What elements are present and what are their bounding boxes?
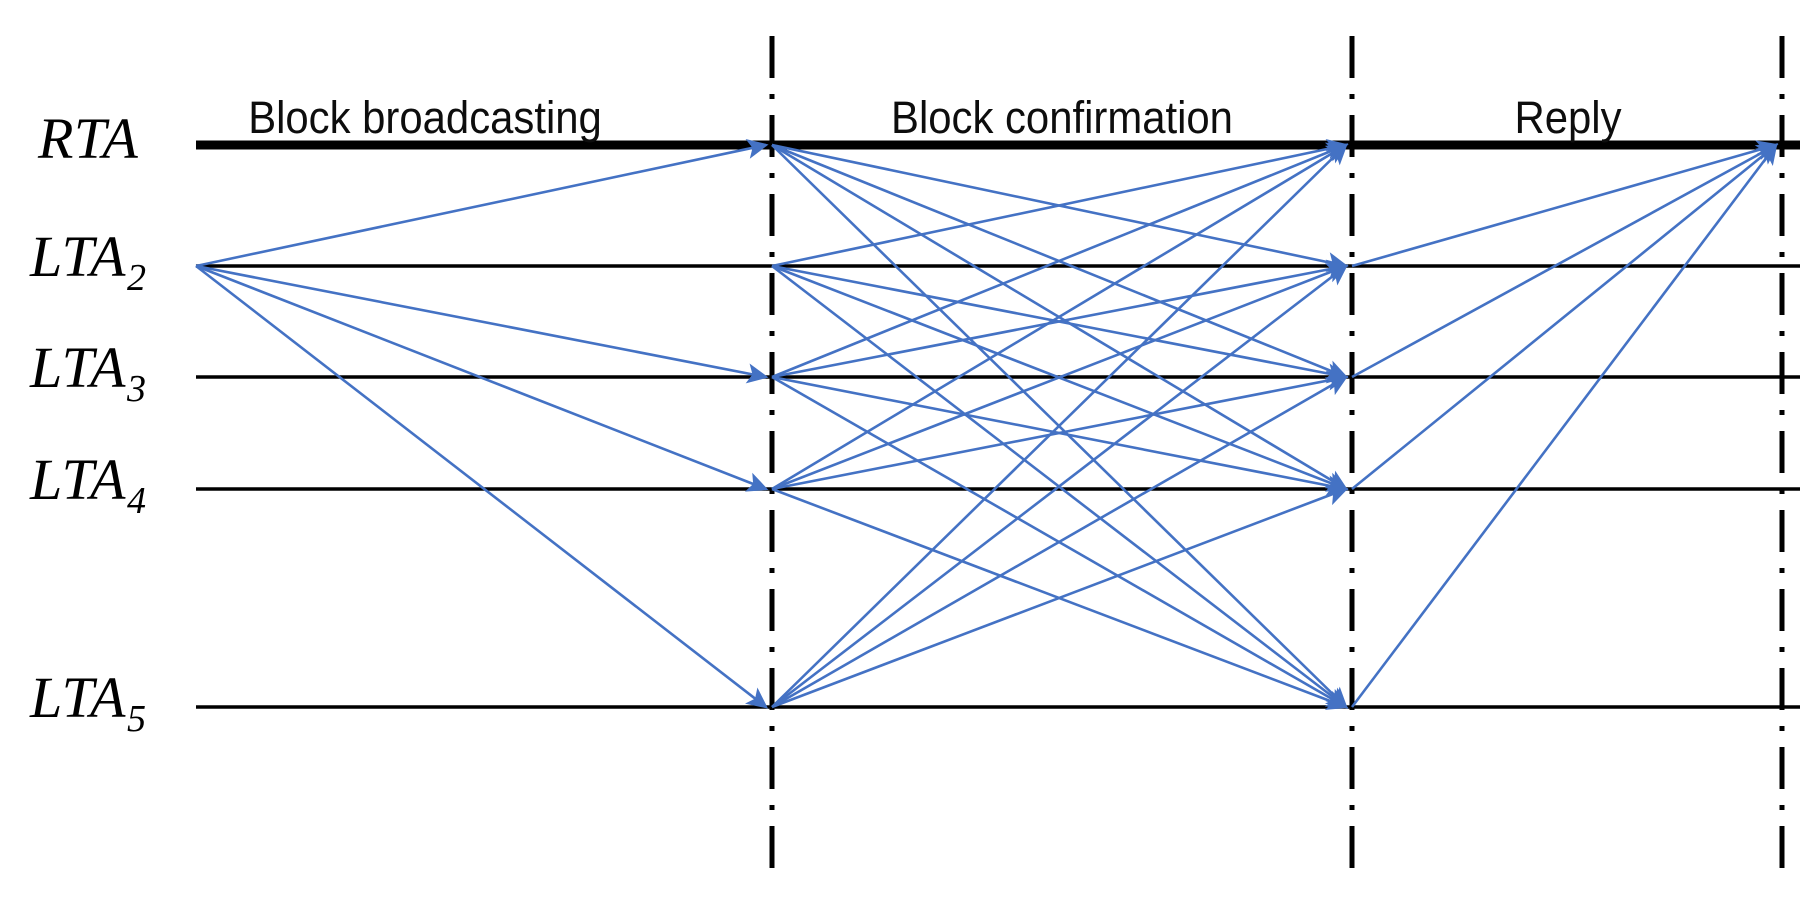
phase-dividers-group	[769, 36, 1785, 868]
message-confirm-lta5-to-rta	[771, 143, 1348, 708]
message-confirm-lta4-to-lta2	[771, 263, 1349, 491]
message-broadcast-lta2-to-lta3	[195, 264, 769, 384]
lifelines-group	[196, 140, 1800, 709]
message-confirm-lta5-to-lta2	[771, 264, 1349, 709]
message-confirm-lta5-to-lta3	[771, 375, 1349, 709]
message-confirm-lta4-to-rta	[771, 143, 1349, 491]
agent-index: 2	[126, 257, 147, 299]
message-confirm-lta5-to-lta4	[771, 486, 1349, 709]
message-reply-lta5-to-rta	[1350, 142, 1778, 708]
phase-label-reply: Reply	[1514, 92, 1622, 143]
block-broadcasting-messages	[195, 138, 769, 709]
message-reply-lta4-to-rta	[1351, 143, 1779, 491]
agent-label-lta3: LTA3	[30, 339, 146, 409]
message-confirm-lta3-to-rta	[771, 142, 1349, 379]
agent-label-lta4: LTA4	[30, 451, 146, 521]
message-confirm-lta2-to-rta	[771, 138, 1349, 268]
agent-name: LTA	[30, 224, 126, 289]
agent-index: 4	[126, 480, 147, 522]
agent-label-lta5: LTA5	[30, 669, 146, 739]
agent-label-lta2: LTA2	[30, 228, 146, 298]
agent-name: LTA	[30, 447, 126, 512]
agent-label-rta: RTA	[38, 110, 138, 168]
phase-label-block-broadcasting: Block broadcasting	[248, 92, 602, 143]
message-broadcast-lta2-to-rta	[195, 138, 769, 268]
message-reply-lta3-to-rta	[1351, 143, 1779, 379]
message-broadcast-lta2-to-lta4	[195, 264, 769, 492]
message-broadcast-lta2-to-lta5	[195, 264, 769, 709]
reply-messages	[1350, 140, 1779, 708]
message-confirm-lta3-to-lta2	[771, 259, 1349, 379]
agent-name: RTA	[38, 106, 139, 171]
agent-name: LTA	[30, 335, 126, 400]
agent-index: 5	[126, 698, 147, 740]
message-reply-lta2-to-rta	[1351, 140, 1779, 268]
phase-label-block-confirmation: Block confirmation	[891, 92, 1233, 143]
message-confirm-lta4-to-lta3	[771, 370, 1349, 491]
block-confirmation-messages	[771, 138, 1349, 710]
agent-name: LTA	[30, 665, 126, 730]
agent-index: 3	[126, 368, 147, 410]
